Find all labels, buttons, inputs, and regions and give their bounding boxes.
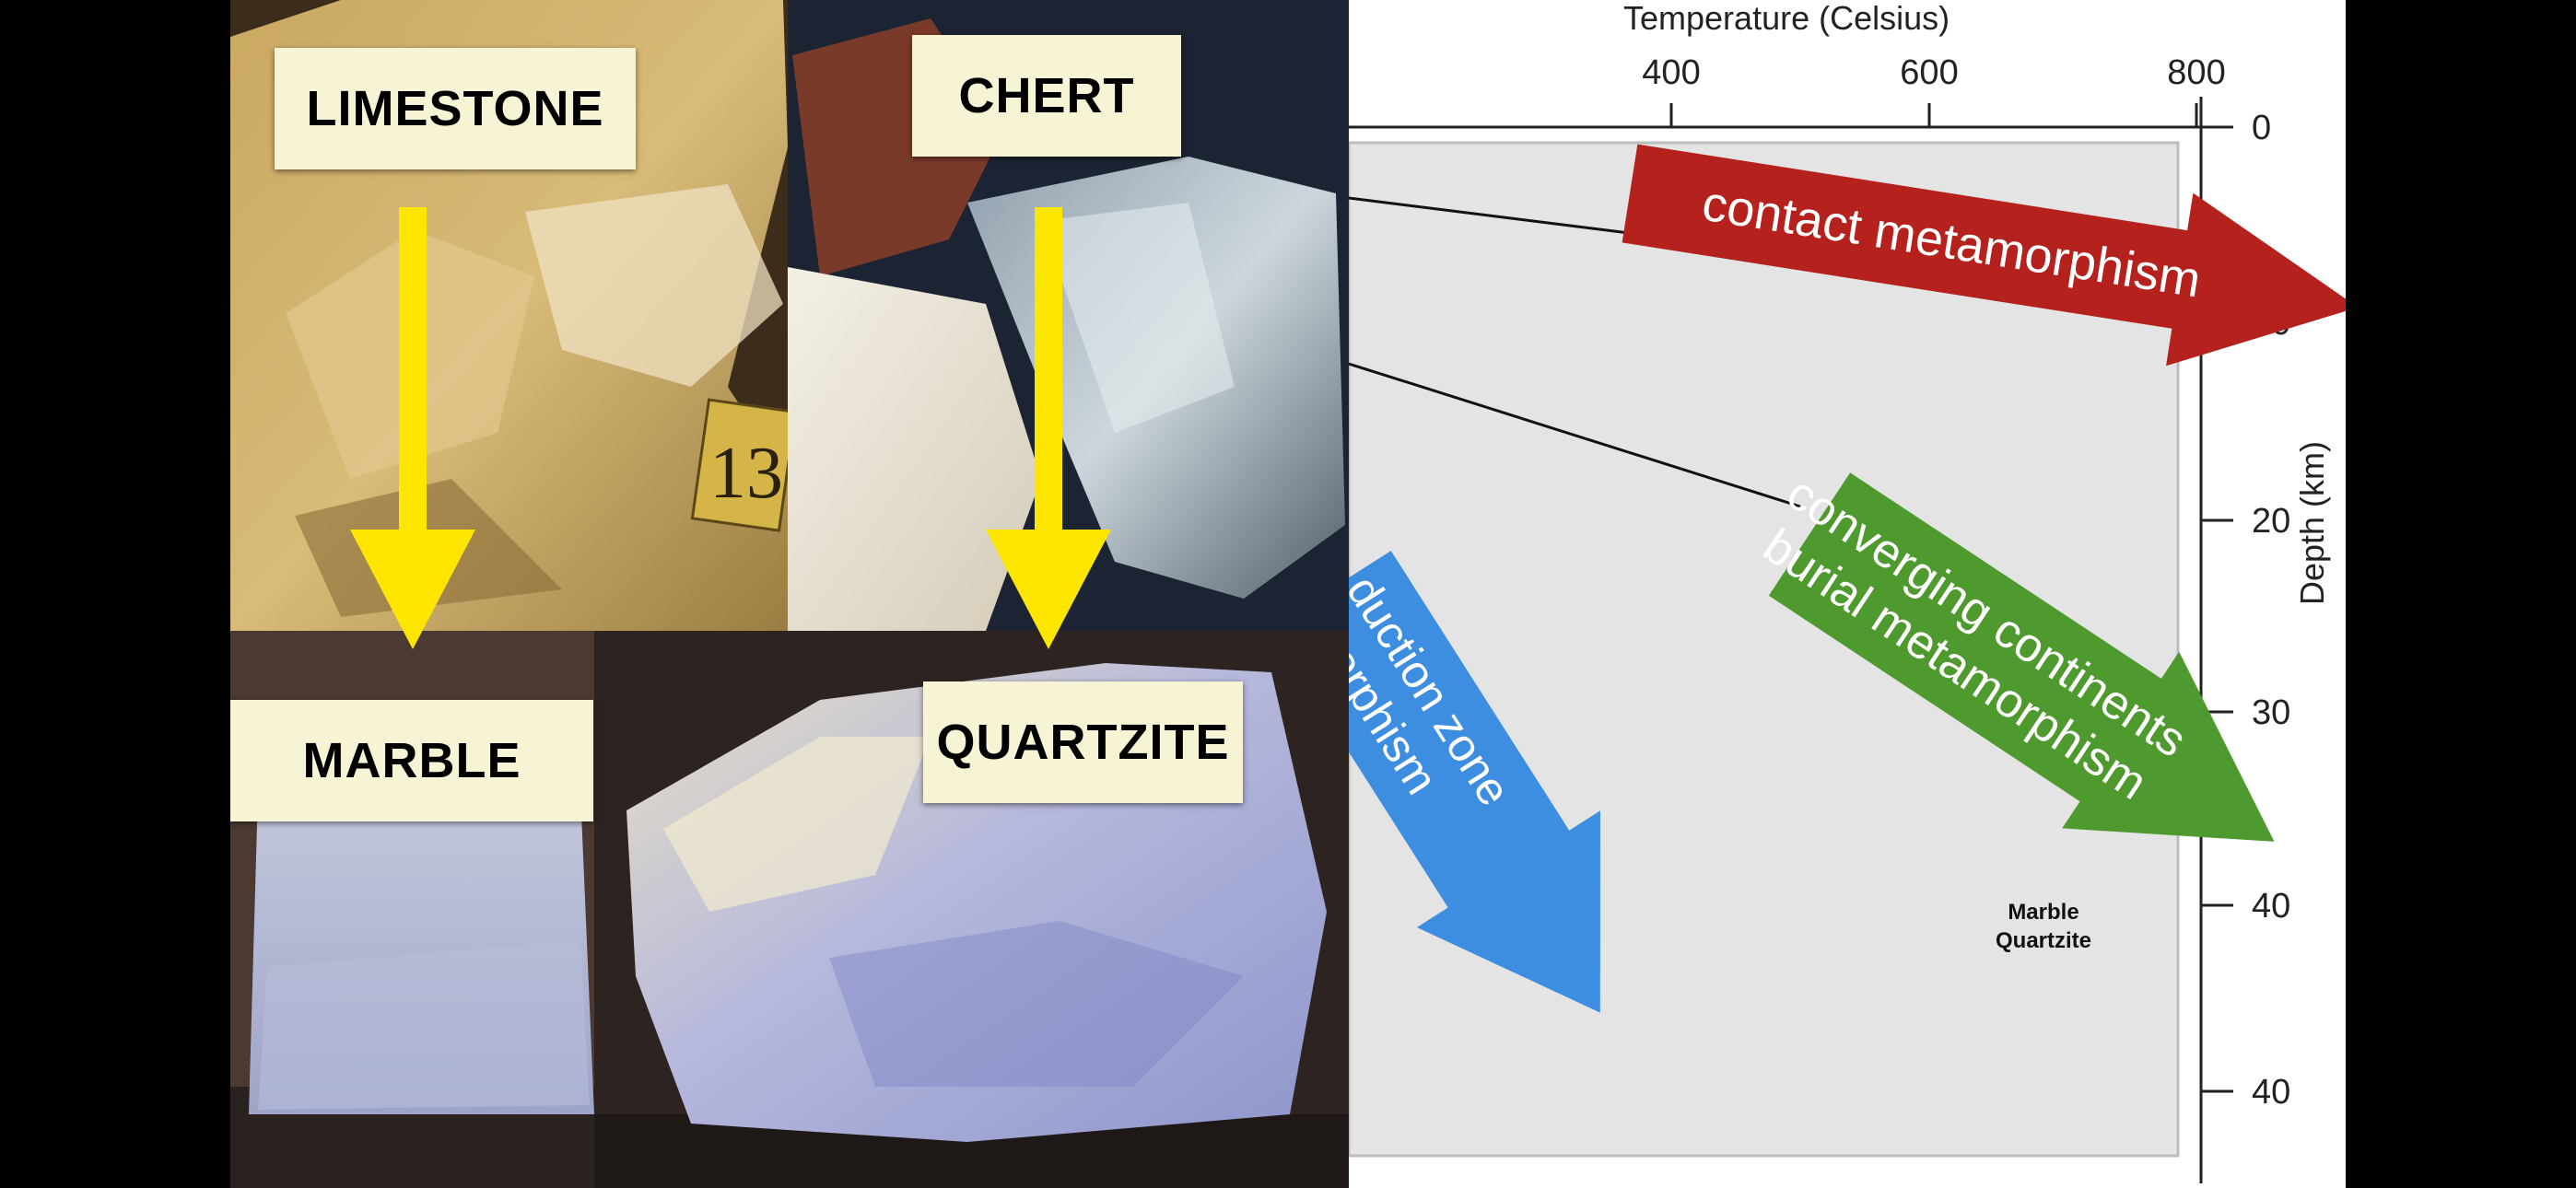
temperature-tick-600: 600: [1900, 53, 1958, 92]
diagram-canvas: Temperature (Celsius) 400 600 800 0 10 2…: [1349, 0, 2346, 1188]
depth-tick-0: 0: [2252, 109, 2271, 147]
depth-tick-40: 40: [2252, 887, 2290, 926]
quartzite-label: QUARTZITE: [923, 681, 1243, 803]
limestone-to-marble-arrow: [350, 207, 475, 649]
temperature-tick-400: 400: [1642, 53, 1700, 92]
temperature-axis-title: Temperature (Celsius): [1623, 0, 1950, 37]
depth-tick-30: 30: [2252, 693, 2290, 732]
depth-tick-40-bottom: 40: [2252, 1073, 2290, 1112]
quartzite-product-label: Quartzite: [1996, 928, 2091, 953]
marble-product-label: Marble: [2008, 900, 2078, 925]
white-chert: [788, 267, 1041, 631]
metamorphism-diagram: Temperature (Celsius) 400 600 800 0 10 2…: [1349, 0, 2346, 1188]
rock-photo-collage: 13: [230, 0, 1349, 1188]
specimen-number: 13: [709, 433, 783, 514]
depth-tick-20: 20: [2252, 502, 2290, 541]
chert-to-quartzite-arrow: [986, 207, 1111, 649]
limestone-label: LIMESTONE: [275, 48, 636, 169]
marble-label: MARBLE: [230, 700, 593, 821]
geotherm-line-lower: [1349, 362, 1801, 508]
rock-photos: 13: [230, 0, 1349, 1188]
temperature-tick-800: 800: [2167, 53, 2225, 92]
slide: 13: [230, 0, 2346, 1188]
depth-axis-title: Depth (km): [2293, 441, 2331, 605]
chert-label: CHERT: [912, 35, 1181, 157]
